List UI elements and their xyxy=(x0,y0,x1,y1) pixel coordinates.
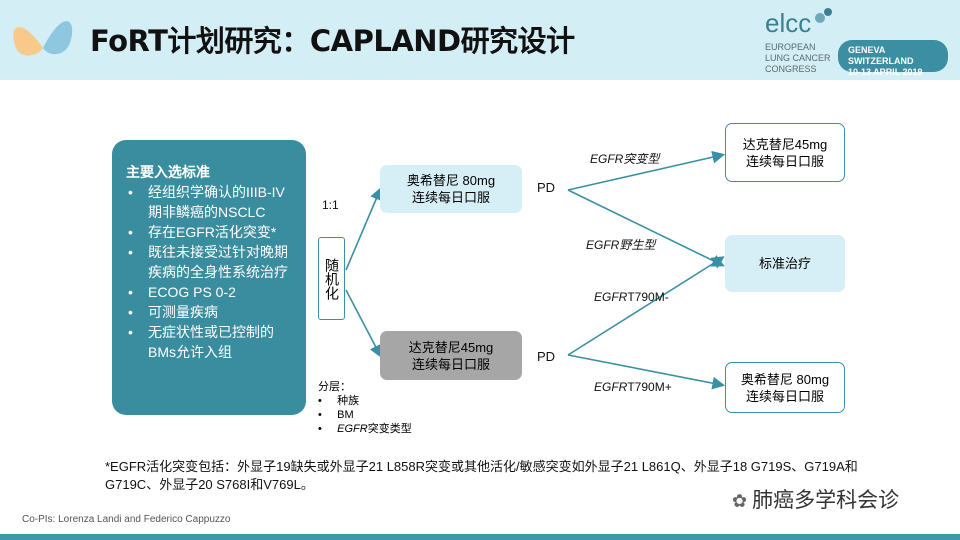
egfr-text: EGFR xyxy=(594,380,628,394)
stratification: 分层： • 种族 • BM • EGFR突变类型 xyxy=(318,380,412,436)
inclusion-criteria-box: 主要入选标准 经组织学确认的IIIB-IV期非鳞癌的NSCLC 存在EGFR活化… xyxy=(112,140,306,415)
outcome-drug: 奥希替尼 80mg xyxy=(740,371,830,387)
arrow xyxy=(567,256,725,356)
outcome-schedule: 连续每日口服 xyxy=(745,388,824,404)
page-title: FoRT计划研究：CAPLAND研究设计 xyxy=(90,24,575,58)
footnote: *EGFR活化突变包括：外显子19缺失或外显子21 L858R突变或其他活化/敏… xyxy=(105,459,858,492)
t790m-text: T790M- xyxy=(627,290,669,304)
criteria-item: 可测量疾病 xyxy=(128,302,298,322)
logo-line: LUNG CANCER xyxy=(765,53,831,63)
strat-heading: 分层： xyxy=(318,381,351,393)
strat-text: 种族 xyxy=(337,395,360,407)
bottom-bar xyxy=(0,534,960,540)
arrow xyxy=(567,150,726,191)
branch-t790m-pos: EGFRT790M+ xyxy=(594,380,672,394)
arm-drug: 达克替尼45mg xyxy=(408,339,494,355)
arrow xyxy=(345,289,382,358)
pd-label: PD xyxy=(537,349,556,364)
criteria-heading: 主要入选标准 xyxy=(126,164,210,180)
arm-schedule: 连续每日口服 xyxy=(411,190,490,205)
logo-line: EUROPEAN xyxy=(765,42,816,52)
strat-item: • 种族 xyxy=(318,395,360,407)
wechat-icon: ✿ xyxy=(732,491,753,511)
arrow xyxy=(567,189,725,267)
randomize-box: 随机化 xyxy=(318,237,345,320)
egfr-text: EGFR xyxy=(594,290,628,304)
outcome-schedule: 连续每日口服 xyxy=(745,153,824,169)
ratio-label: 1:1 xyxy=(322,198,339,212)
elcc-logo: elcc xyxy=(765,8,812,38)
criteria-item: ECOG PS 0-2 xyxy=(128,282,298,302)
arrow xyxy=(345,187,383,271)
location: GENEVA SWITZERLAND xyxy=(848,45,914,66)
outcome-label: 标准治疗 xyxy=(758,256,811,271)
arrow xyxy=(567,354,726,390)
watermark: ✿ 肺癌多学科会诊 xyxy=(732,484,899,514)
strat-item: • BM xyxy=(318,409,354,421)
egfr-text: EGFR xyxy=(337,423,368,435)
strat-text: BM xyxy=(337,409,354,421)
watermark-text: 肺癌多学科会诊 xyxy=(752,489,900,512)
pd-label: PD xyxy=(537,180,556,195)
co-pis: Co-PIs: Lorenza Landi and Federico Cappu… xyxy=(22,514,231,525)
strat-text: 突变类型 xyxy=(367,423,412,435)
butterfly-logo-icon xyxy=(13,21,73,56)
criteria-item: 无症状性或已控制的BMs允许入组 xyxy=(128,322,298,362)
criteria-item: 经组织学确认的IIIB-IV期非鳞癌的NSCLC xyxy=(128,182,298,222)
criteria-item: 既往未接受过针对晚期疾病的全身性系统治疗 xyxy=(128,242,298,282)
arm-osimertinib: 奥希替尼 80mg 连续每日口服 xyxy=(380,165,522,213)
arm-schedule: 连续每日口服 xyxy=(411,356,490,372)
arm-drug: 奥希替尼 80mg xyxy=(406,173,496,188)
outcome-drug: 达克替尼45mg xyxy=(742,136,828,152)
branch-t790m-neg: EGFRT790M- xyxy=(594,290,669,304)
logo-line: CONGRESS xyxy=(765,64,817,74)
branch-egfr-mutant: EGFR突变型 xyxy=(590,152,660,166)
branch-egfr-wildtype: EGFR野生型 xyxy=(586,238,656,252)
outcome-standard-care: 标准治疗 xyxy=(725,235,845,292)
t790m-text: T790M+ xyxy=(627,380,672,394)
strat-item: • EGFR突变类型 xyxy=(318,423,412,435)
dates: 10-13 APRIL 2019 xyxy=(848,67,923,77)
criteria-item: 存在EGFR活化突变* xyxy=(128,222,298,242)
logo-dots-icon xyxy=(815,8,832,23)
header-band xyxy=(0,0,960,80)
